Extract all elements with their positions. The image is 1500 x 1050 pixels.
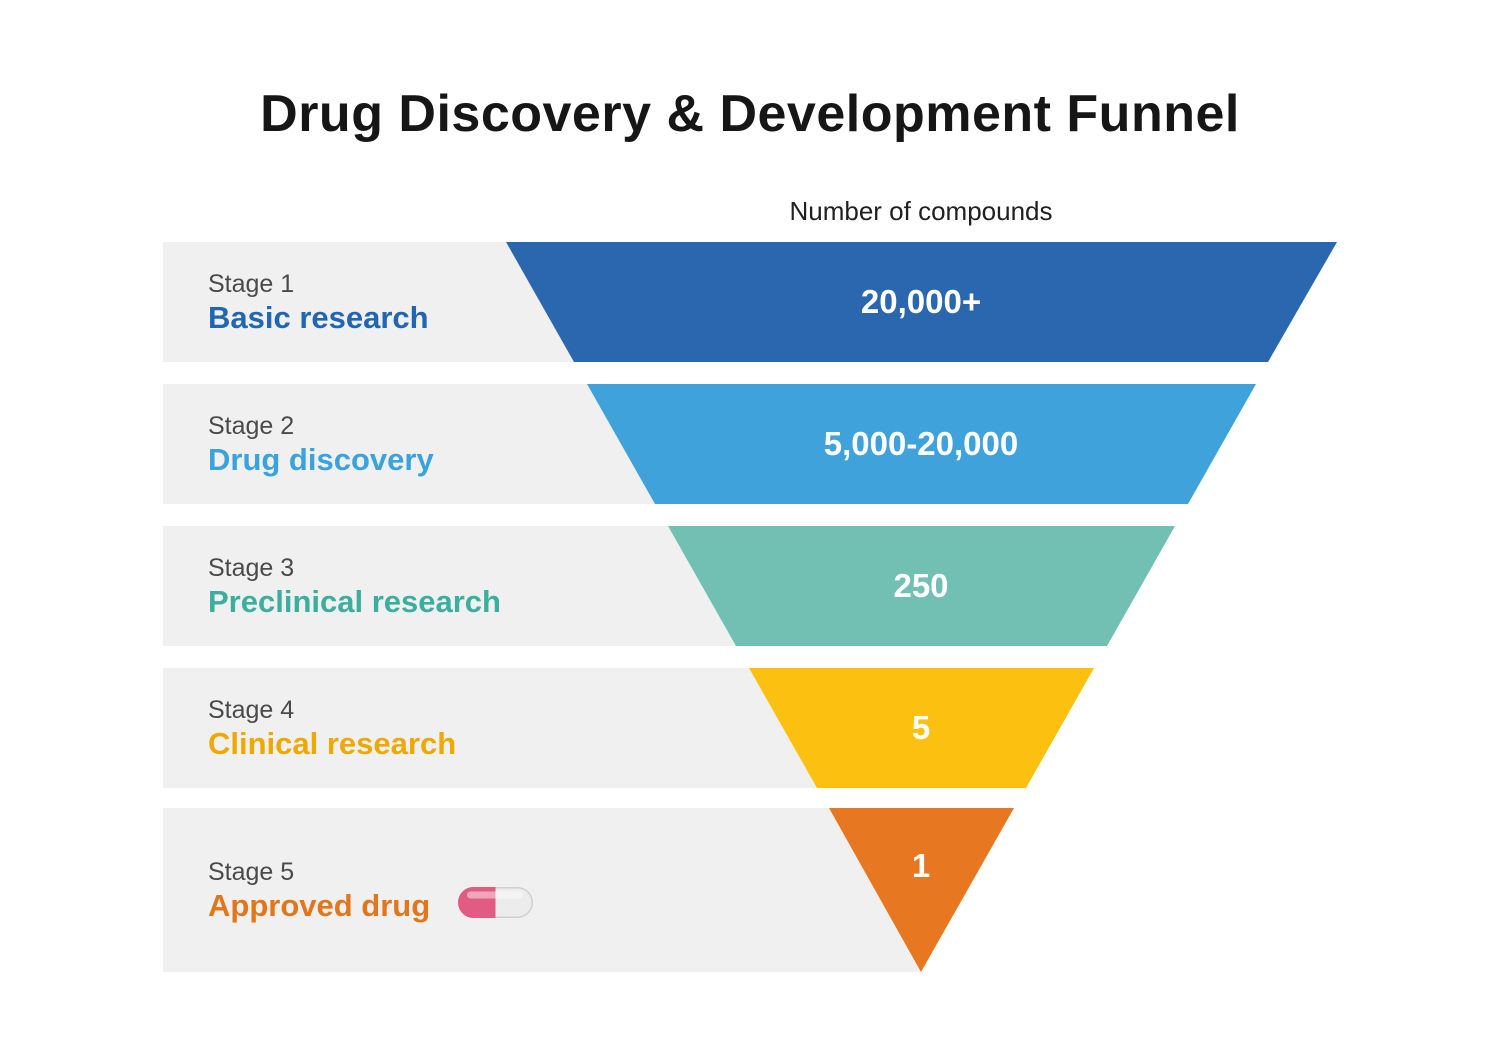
stage-row-background: [163, 668, 817, 788]
stage-row-background: [163, 808, 921, 972]
funnel-band-stage-1: [506, 242, 1337, 362]
funnel-band-stage-5: [829, 808, 1014, 972]
stage-name: Drug discovery: [208, 442, 434, 477]
stage-label-block: Stage 3 Preclinical research: [208, 552, 688, 620]
stage-row-background: [163, 526, 736, 646]
stage-row-background: [163, 242, 574, 362]
funnel-value: 5,000-20,000: [823, 425, 1019, 462]
funnel-value: 1: [911, 847, 931, 884]
funnel-band-stage-2: [587, 384, 1256, 504]
value-axis-label: Number of compounds: [789, 196, 1053, 226]
stage-label-block: Stage 1 Basic research: [208, 268, 688, 336]
stage-label-block: Stage 2 Drug discovery: [208, 410, 688, 478]
pill-highlight: [467, 891, 523, 899]
stage-number: Stage 2: [208, 412, 295, 440]
funnel-value: 20,000+: [860, 283, 982, 320]
stage-label-block: Stage 5 Approved drug: [208, 856, 688, 924]
stage-row-background: [163, 384, 655, 504]
pill-left-half: [458, 886, 496, 918]
pill-icon: [458, 886, 533, 918]
stage-label-block: Stage 4 Clinical research: [208, 694, 688, 762]
stage-name: Basic research: [208, 300, 429, 335]
stage-name: Preclinical research: [208, 584, 501, 619]
stage-number: Stage 5: [208, 858, 295, 886]
stage-number: Stage 4: [208, 696, 295, 724]
stage-name: Approved drug: [208, 888, 431, 923]
funnel-value: 250: [893, 567, 949, 604]
page-title: Drug Discovery & Development Funnel: [260, 85, 1240, 143]
stage-number: Stage 1: [208, 270, 295, 298]
stage-number: Stage 3: [208, 554, 295, 582]
funnel-value: 5: [911, 709, 931, 746]
funnel-band-stage-4: [749, 668, 1094, 788]
stage-name: Clinical research: [208, 726, 457, 761]
funnel-band-stage-3: [668, 526, 1175, 646]
